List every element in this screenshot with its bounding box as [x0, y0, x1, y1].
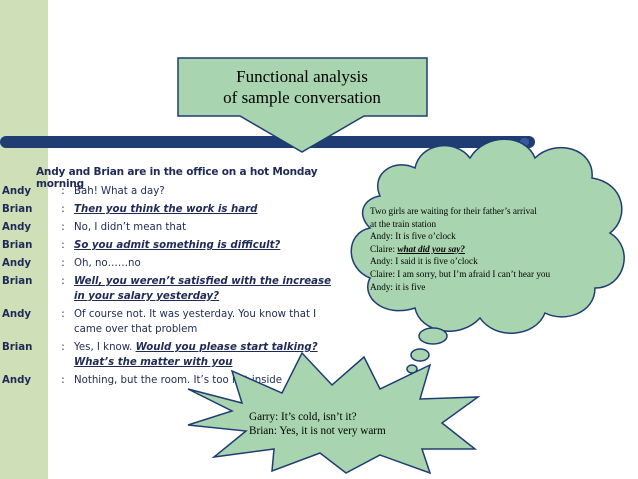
banner-line-2: of sample conversation: [223, 88, 381, 107]
conversation-row: Andy : Nothing, but the room. It’s too h…: [0, 373, 340, 388]
speaker-name: Andy: [2, 375, 32, 386]
speaker-colon: :: [61, 342, 65, 353]
burst-line-1: Garry: It’s cold, isn’t it?: [249, 411, 357, 423]
banner-line-1: Functional analysis: [236, 67, 368, 86]
speaker-colon: :: [61, 240, 65, 251]
speaker-colon: :: [61, 222, 65, 233]
burst-text: Garry: It’s cold, isn’t it? Brian: Yes, …: [249, 410, 449, 438]
speaker-name: Brian: [2, 204, 33, 215]
utterance-mixed: Yes, I know. Would you please start talk…: [74, 340, 336, 370]
speaker-colon: :: [61, 309, 65, 320]
utterance-text: Nothing, but the room. It’s too hot insi…: [74, 375, 283, 386]
utterance-highlight: Then you think the work is hard: [74, 204, 258, 215]
speaker-name: Andy: [2, 222, 32, 233]
cloud-line: Claire: I am sorry, but I’m afraid I can…: [370, 268, 551, 279]
cloud-line-claire: Claire: what did you say?: [370, 243, 590, 256]
explosion-burst-shape: [187, 351, 481, 475]
conversation-row: Brian : Yes, I know. Would you please st…: [0, 340, 340, 370]
divider-cap: [520, 138, 529, 146]
thought-cloud-text: Two girls are waiting for their father’s…: [370, 205, 590, 293]
cloud-line: Andy: It is five o’clock: [370, 231, 456, 242]
thought-cloud-shape: [350, 138, 625, 374]
utterance-text: Of course not. It was yesterday. You kno…: [74, 309, 317, 335]
speaker-name: Andy: [2, 258, 32, 269]
utterance-prefix: Yes, I know.: [74, 342, 136, 353]
banner-title: Functional analysis of sample conversati…: [200, 66, 404, 108]
cloud-line: Andy: it is five: [370, 281, 426, 292]
speaker-colon: :: [61, 375, 65, 386]
utterance-highlight: Would you please start talking? What’s t…: [74, 342, 318, 368]
conversation-row: Andy : No, I didn’t mean that: [0, 220, 340, 235]
conversation-row: Brian : Then you think the work is hard: [0, 202, 340, 217]
conversation-row: Brian : Well, you weren’t satisfied with…: [0, 274, 340, 304]
cloud-line: Two girls are waiting for their father’s…: [370, 206, 537, 216]
speaker-name: Andy: [2, 186, 32, 197]
top-band: [48, 0, 638, 8]
conversation-list: Andy : Bah! What a day? Brian : Then you…: [0, 184, 340, 391]
intro-text: Andy and Brian are in the office on a ho…: [36, 166, 318, 190]
conversation-row: Brian : So you admit something is diffic…: [0, 238, 340, 253]
cloud-line: at the train station: [370, 218, 437, 229]
speaker-name: Brian: [2, 276, 33, 287]
conversation-row: Andy : Bah! What a day?: [0, 184, 340, 199]
speaker-colon: :: [61, 258, 65, 269]
utterance-text: Oh, no……no: [74, 258, 141, 269]
left-decorative-band: [0, 0, 48, 479]
title-divider-bar: [0, 136, 535, 148]
speaker-name: Andy: [2, 309, 32, 320]
utterance-text: No, I didn’t mean that: [74, 222, 187, 233]
utterance-highlight: So you admit something is difficult?: [74, 240, 281, 251]
speaker-name: Brian: [2, 342, 33, 353]
banner-arrow-shape: [177, 57, 428, 153]
conversation-row: Andy : Of course not. It was yesterday. …: [0, 307, 340, 337]
utterance-text: Bah! What a day?: [74, 186, 165, 197]
cloud-line: Andy: I said it is five o’clock: [370, 256, 478, 267]
speaker-colon: :: [61, 276, 65, 287]
cloud-claire-question: what did you say?: [397, 243, 465, 254]
burst-line-2: Brian: Yes, it is not very warm: [249, 425, 386, 437]
speaker-colon: :: [61, 186, 65, 197]
conversation-row: Andy : Oh, no……no: [0, 256, 340, 271]
cloud-line-prefix: Claire:: [370, 243, 398, 254]
utterance-highlight: Well, you weren’t satisfied with the inc…: [74, 276, 331, 302]
speaker-colon: :: [61, 204, 65, 215]
speaker-name: Brian: [2, 240, 33, 251]
